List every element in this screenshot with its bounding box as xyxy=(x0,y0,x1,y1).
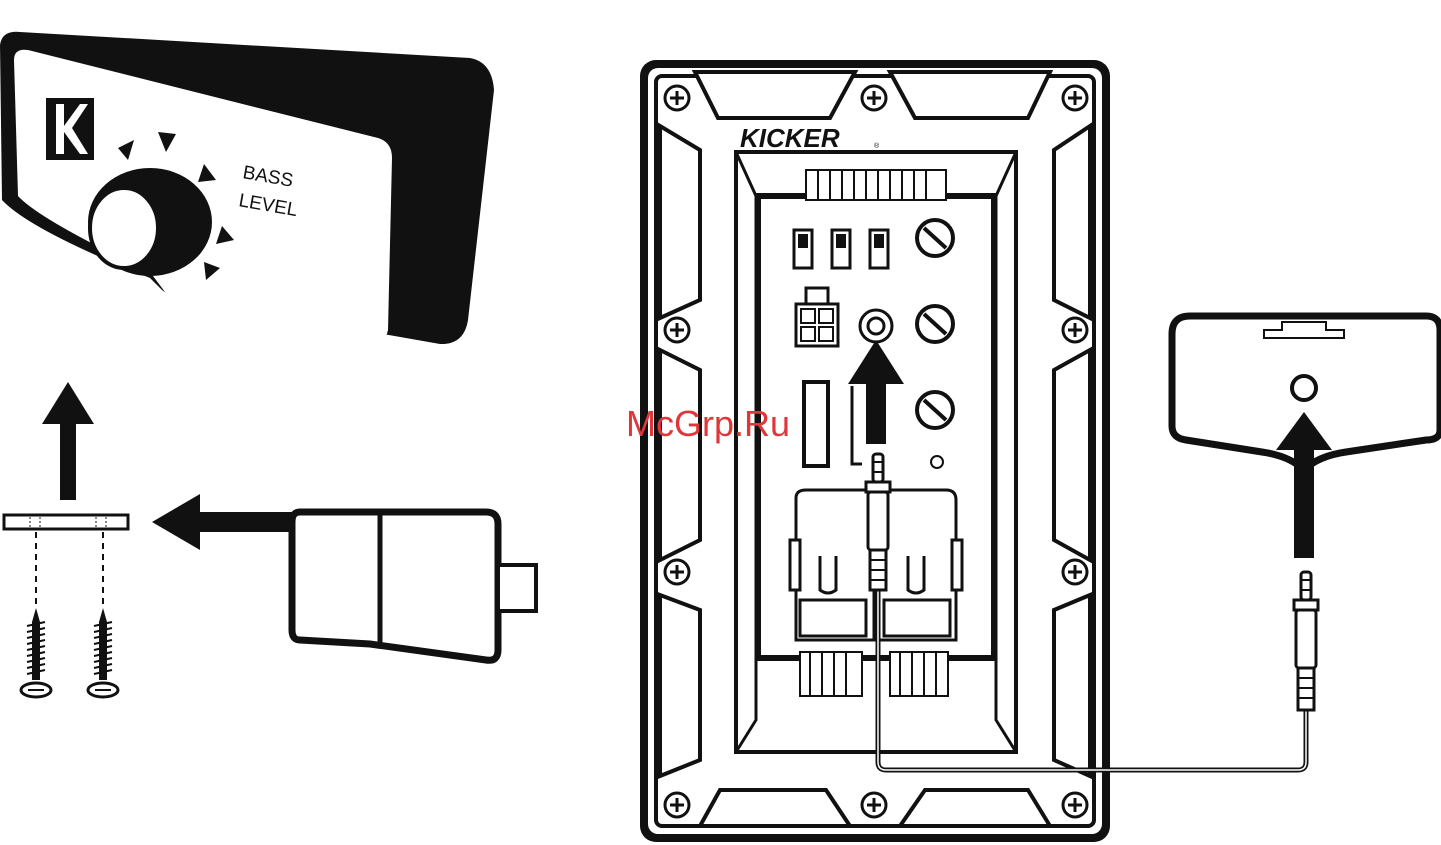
status-led xyxy=(931,456,943,468)
arrow-left-icon xyxy=(152,494,298,550)
knob-icon[interactable] xyxy=(88,168,212,276)
audio-jack-icon xyxy=(1294,572,1318,710)
screw-icon xyxy=(88,608,118,697)
screw-icon xyxy=(21,608,51,697)
remote-output-jack[interactable] xyxy=(1292,376,1316,400)
arrow-up-icon xyxy=(42,382,94,500)
kicker-brand-label: KICKER xyxy=(740,123,840,153)
registered-mark: ® xyxy=(874,142,880,150)
watermark-text: McGrp.Ru xyxy=(626,403,790,444)
mounting-plate xyxy=(4,515,128,529)
remote-bass-knob: K BASS LEVEL xyxy=(0,32,494,344)
top-connector xyxy=(806,170,946,200)
remote-side-view xyxy=(292,512,536,660)
dip-switches[interactable] xyxy=(794,230,888,268)
screw-guide-lines xyxy=(36,532,103,606)
amplifier-panel: KICKER ® xyxy=(640,60,1110,842)
kicker-k-logo: K xyxy=(46,95,94,160)
fuse-slot xyxy=(804,382,828,466)
remote-input-jack[interactable] xyxy=(860,310,892,342)
